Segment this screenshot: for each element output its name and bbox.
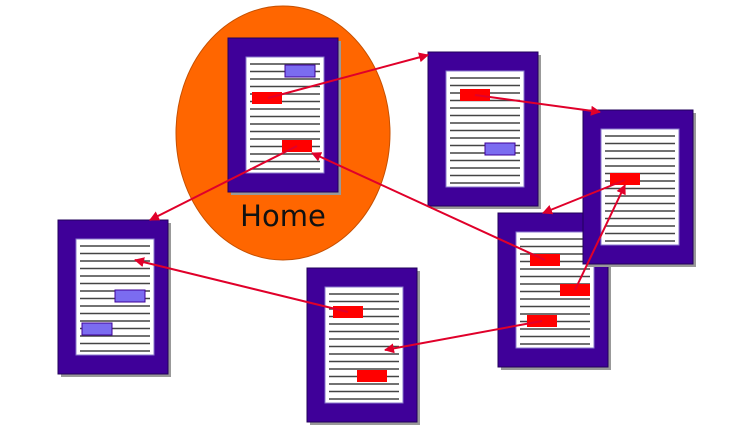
- page-paper: [445, 70, 525, 188]
- page-page-4: [497, 212, 611, 370]
- page-paper: [324, 286, 404, 404]
- page-home: [227, 37, 341, 195]
- hyperlink-box: [252, 92, 282, 104]
- link-arrow: [311, 152, 546, 261]
- page-page-2: [427, 51, 541, 209]
- page-paper: [600, 128, 680, 246]
- anchor-link-box: [284, 64, 316, 78]
- anchor-link-box: [114, 289, 146, 303]
- link-arrow: [267, 52, 429, 99]
- page-page-6: [306, 267, 420, 425]
- link-arrow: [474, 94, 601, 116]
- anchor-link-box: [484, 142, 516, 156]
- home-label: Home: [240, 199, 326, 233]
- page-page-3: [582, 109, 696, 267]
- hyperlink-box: [357, 370, 387, 382]
- link-arrow: [149, 145, 298, 221]
- page-page-5: [57, 219, 171, 377]
- link-arrow: [574, 184, 626, 291]
- link-arrow: [542, 179, 626, 215]
- link-arrow: [384, 320, 543, 354]
- link-arrow: [134, 257, 349, 313]
- anchor-link-box: [81, 322, 113, 336]
